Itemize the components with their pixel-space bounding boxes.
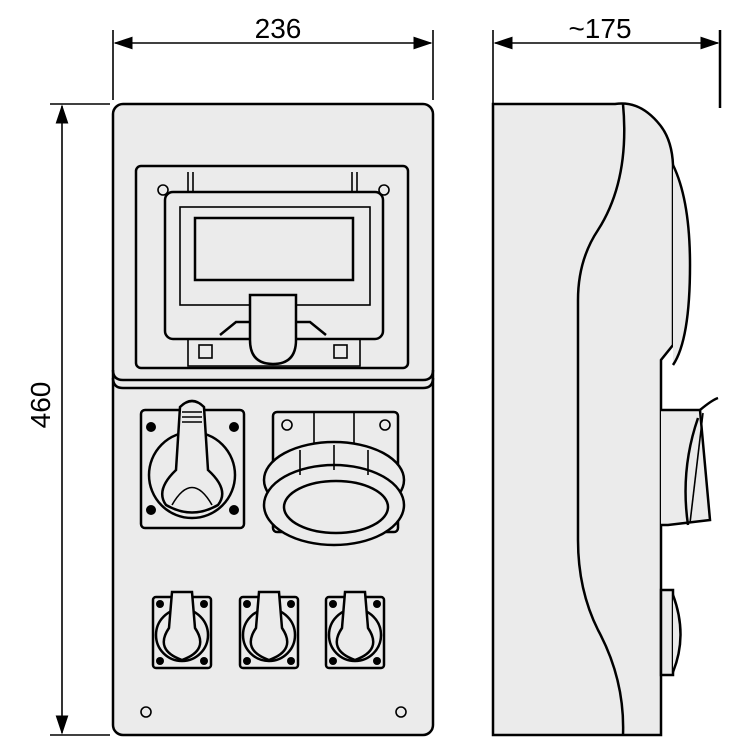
front-view (111, 102, 435, 737)
breaker-window (134, 164, 410, 370)
width-dimension: 236 (112, 13, 434, 100)
socket-16a (139, 399, 246, 530)
side-view (491, 102, 719, 737)
mounting-hole (395, 706, 407, 718)
height-label: 460 (25, 382, 56, 429)
schuko-socket-1 (151, 590, 213, 670)
height-dimension: 460 (25, 103, 110, 736)
width-label: 236 (255, 13, 302, 44)
schuko-socket-3 (324, 590, 386, 670)
schuko-socket-2 (238, 590, 300, 670)
mounting-hole (140, 706, 152, 718)
depth-label: ~175 (568, 13, 631, 44)
socket-32a (262, 410, 406, 547)
depth-dimension: ~175 (492, 13, 722, 108)
